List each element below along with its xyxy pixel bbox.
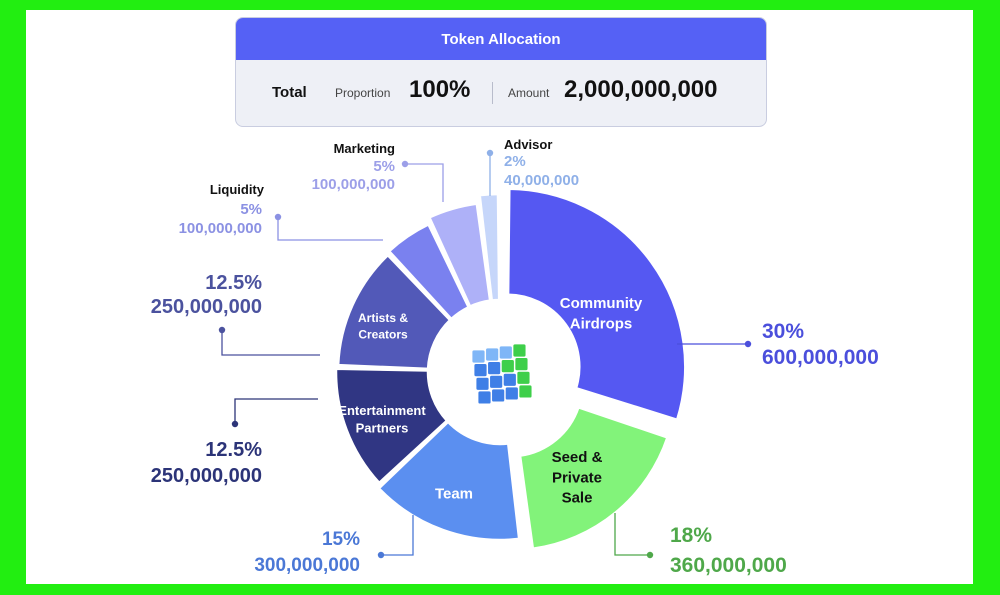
- callout-name-advisor: Advisor: [504, 137, 552, 152]
- leader-dot-entertainment-partners: [231, 420, 239, 428]
- callout-percent-seed-and-private-sale: 18%: [670, 524, 712, 547]
- callout-amount-marketing: 100,000,000: [312, 176, 395, 193]
- leader-dot-team: [377, 551, 385, 559]
- slice-label-artists-and-creators: Artists &Creators: [358, 311, 408, 341]
- leader-dot-community-airdrops: [744, 340, 752, 348]
- logo-cube-cell: [518, 384, 533, 399]
- leader-dot-advisor: [486, 149, 494, 157]
- callout-percent-entertainment-partners: 12.5%: [205, 439, 262, 461]
- summary-divider: [492, 82, 493, 104]
- logo-cube-cell: [473, 363, 488, 378]
- slice-label-team: Team: [435, 485, 473, 502]
- callout-amount-advisor: 40,000,000: [504, 172, 579, 189]
- callout-name-marketing: Marketing: [334, 141, 395, 156]
- callout-amount-team: 300,000,000: [254, 555, 360, 576]
- leader-dot-liquidity: [274, 213, 282, 221]
- total-label: Total: [272, 84, 307, 101]
- leader-dot-marketing: [401, 160, 409, 168]
- logo-cube-cell: [498, 345, 513, 360]
- summary-title-bar: Token Allocation: [236, 18, 766, 60]
- summary-row: Total Proportion 100% Amount 2,000,000,0…: [236, 60, 766, 126]
- callout-percent-community-airdrops: 30%: [762, 320, 804, 343]
- logo-cube-cell: [471, 349, 486, 364]
- leader-line-team: [381, 515, 414, 556]
- logo-cube-cell: [504, 386, 519, 401]
- proportion-label: Proportion: [335, 86, 391, 100]
- callout-amount-community-airdrops: 600,000,000: [762, 346, 879, 369]
- callout-percent-artists-and-creators: 12.5%: [205, 272, 262, 294]
- logo-cube-cell: [500, 359, 515, 374]
- cube-logo-icon: [471, 343, 533, 405]
- logo-cube-cell: [514, 357, 529, 372]
- logo-cube-cell: [487, 361, 502, 376]
- logo-cube-cell: [516, 370, 531, 385]
- logo-cube-cell: [475, 376, 490, 391]
- leader-dot-artists-and-creators: [218, 326, 226, 334]
- amount-value: 2,000,000,000: [564, 76, 718, 103]
- callout-percent-advisor: 2%: [504, 153, 526, 170]
- leader-line-entertainment-partners: [234, 398, 318, 424]
- logo-cube-cell: [491, 388, 506, 403]
- slice-community-airdrops: [506, 187, 687, 422]
- allocation-summary-card: Token Allocation Total Proportion 100% A…: [235, 17, 767, 127]
- leader-line-liquidity: [277, 217, 383, 241]
- leader-line-seed-and-private-sale: [614, 513, 650, 556]
- leader-dot-seed-and-private-sale: [646, 551, 654, 559]
- logo-cube-cell: [485, 347, 500, 362]
- callout-amount-seed-and-private-sale: 360,000,000: [670, 554, 787, 577]
- callout-amount-artists-and-creators: 250,000,000: [151, 296, 262, 318]
- callout-amount-entertainment-partners: 250,000,000: [151, 465, 262, 487]
- leader-line-marketing: [405, 163, 444, 202]
- callout-percent-marketing: 5%: [373, 158, 395, 175]
- callout-percent-liquidity: 5%: [240, 201, 262, 218]
- logo-cube-cell: [489, 374, 504, 389]
- callout-percent-team: 15%: [322, 529, 360, 550]
- summary-title: Token Allocation: [441, 30, 561, 48]
- proportion-value: 100%: [409, 76, 471, 103]
- leader-line-artists-and-creators: [221, 330, 320, 356]
- logo-cube-cell: [502, 372, 517, 387]
- slice-seed-and-private-sale: [518, 405, 670, 551]
- logo-cube-cell: [512, 343, 527, 358]
- callout-amount-liquidity: 100,000,000: [179, 220, 262, 237]
- logo-cube-cell: [477, 390, 492, 405]
- callout-name-liquidity: Liquidity: [210, 182, 265, 197]
- amount-label: Amount: [508, 86, 550, 100]
